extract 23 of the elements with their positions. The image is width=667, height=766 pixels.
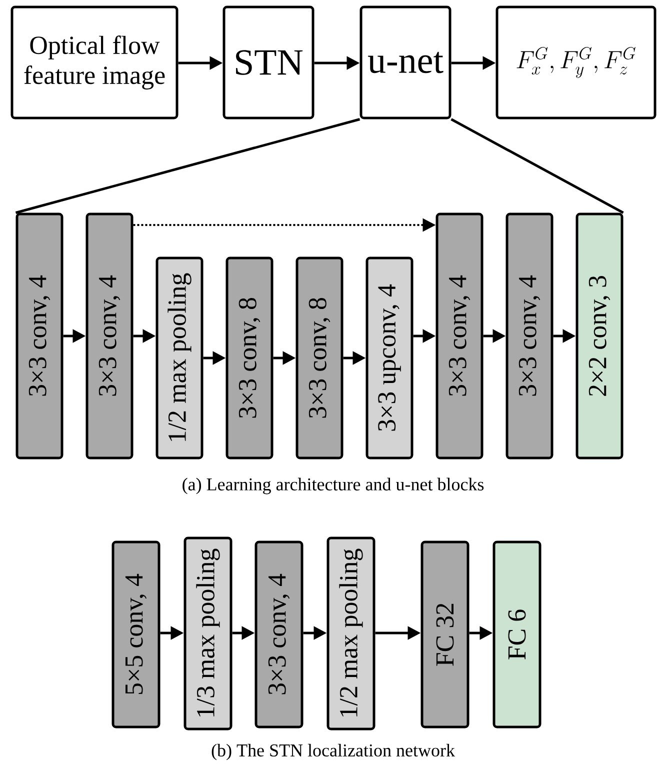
output-box: $F_x^G, F_y^G, F_z^G$ xyxy=(496,6,656,120)
layer-block: 3×3 conv, 8 xyxy=(226,256,274,460)
layer-block: 1/2 max pooling xyxy=(156,256,204,460)
layer-block: 3×3 conv, 4 xyxy=(16,212,64,460)
layer-block: 3×3 conv, 4 xyxy=(506,212,554,460)
layer-block: 5×5 conv, 4 xyxy=(112,540,160,728)
layer-block: FC 6 xyxy=(492,540,542,728)
caption: (a) Learning architecture and u-net blocks xyxy=(182,478,484,494)
layer-block: 2×2 conv, 3 xyxy=(576,212,624,460)
layer-block: 3×3 conv, 4 xyxy=(86,212,134,460)
process-box: STN xyxy=(222,6,314,120)
layer-block: 3×3 upconv, 4 xyxy=(366,256,414,460)
zoom-line xyxy=(15,118,360,214)
layer-block: FC 32 xyxy=(420,540,470,728)
layer-block: 1/2 max pooling xyxy=(326,536,376,730)
layer-block: 3×3 conv, 8 xyxy=(296,256,344,460)
layer-block: 3×3 conv, 4 xyxy=(254,540,304,728)
zoom-line xyxy=(450,118,624,214)
process-box: u-net xyxy=(360,6,452,120)
layer-block: 1/3 max pooling xyxy=(184,536,232,730)
process-box: Optical flow feature image xyxy=(10,6,178,120)
caption: (b) The STN localization network xyxy=(212,744,455,760)
layer-block: 3×3 conv, 4 xyxy=(436,212,484,460)
